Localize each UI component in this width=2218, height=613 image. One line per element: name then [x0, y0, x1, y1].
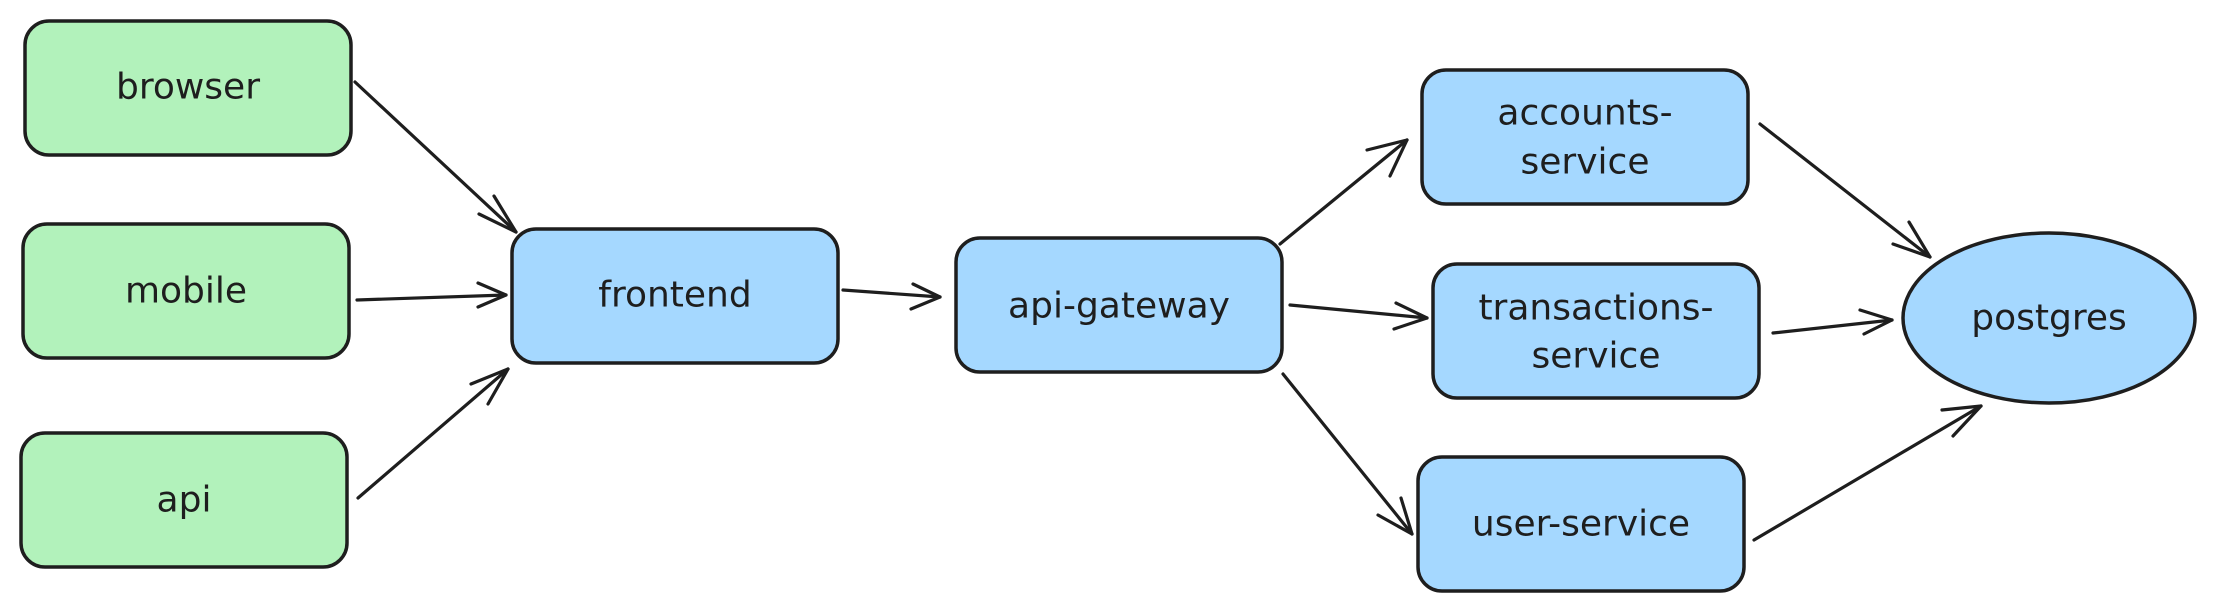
edge-api-gateway-transactions-service — [1288, 301, 1429, 331]
node-api: api — [19, 431, 349, 569]
node-accounts-service: accounts- service — [1420, 68, 1750, 206]
node-label: postgres — [1971, 298, 2127, 339]
node-frontend: frontend — [510, 227, 840, 365]
node-label: user-service — [1472, 504, 1690, 545]
node-api-gateway: api-gateway — [954, 236, 1284, 374]
edge-browser-frontend — [353, 80, 518, 234]
node-label-line1: accounts- — [1497, 93, 1672, 134]
edge-api-frontend — [356, 367, 510, 500]
edge-frontend-api-gateway — [841, 282, 942, 311]
node-postgres: postgres — [1901, 231, 2197, 405]
node-label-line1: transactions- — [1478, 288, 1713, 329]
edge-api-gateway-user-service — [1281, 372, 1414, 536]
node-browser: browser — [23, 19, 353, 157]
node-label: browser — [116, 67, 260, 108]
node-label: frontend — [598, 275, 751, 316]
edge-user-service-postgres — [1752, 404, 1983, 542]
node-label: api-gateway — [1008, 286, 1230, 327]
edge-accounts-service-postgres — [1758, 122, 1932, 259]
node-user-service: user-service — [1416, 455, 1746, 593]
edge-api-gateway-accounts-service — [1278, 138, 1409, 246]
node-label: mobile — [125, 271, 247, 312]
node-label-line2: service — [1532, 336, 1661, 377]
edges — [353, 80, 1983, 542]
node-transactions-service: transactions- service — [1431, 262, 1761, 400]
node-mobile: mobile — [21, 222, 351, 360]
edge-mobile-frontend — [355, 281, 508, 309]
node-label-line2: service — [1521, 142, 1650, 183]
edge-transactions-service-postgres — [1771, 308, 1894, 336]
node-label: api — [157, 480, 212, 521]
